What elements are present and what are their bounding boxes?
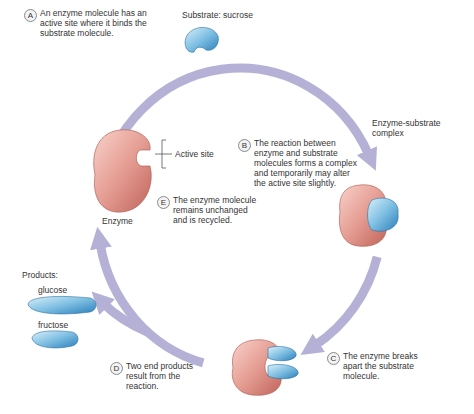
callout-letter: E bbox=[157, 196, 170, 209]
product-name: glucose bbox=[38, 285, 67, 295]
callout-circle: BThe reaction between enzyme and substra… bbox=[238, 139, 251, 152]
callout-circle: EThe enzyme molecule remains unchanged a… bbox=[157, 196, 170, 209]
enzyme-label: Enzyme bbox=[102, 216, 133, 226]
step-description: The enzyme molecule remains unchanged an… bbox=[173, 195, 263, 225]
step-description: The enzyme breaks apart the substrate mo… bbox=[343, 351, 433, 381]
product-arrow bbox=[104, 304, 149, 333]
active-site-bracket bbox=[155, 140, 172, 168]
callout-circle: CThe enzyme breaks apart the substrate m… bbox=[327, 352, 340, 365]
callout-letter: C bbox=[327, 352, 340, 365]
step-description: Two end products result from the reactio… bbox=[126, 361, 210, 391]
callout-letter: B bbox=[238, 139, 251, 152]
sucrose-molecule bbox=[185, 27, 218, 52]
step-description: The reaction between enzyme and substrat… bbox=[254, 138, 360, 188]
substrate-label: Substrate: sucrose bbox=[182, 10, 253, 20]
products-heading: Products: bbox=[22, 270, 58, 280]
callout-letter: D bbox=[110, 362, 123, 375]
active-site-label: Active site bbox=[175, 149, 214, 159]
complex-substrate bbox=[368, 198, 399, 231]
split-piece bbox=[268, 346, 296, 360]
fructose-molecule bbox=[32, 331, 78, 348]
enzyme-shape bbox=[94, 130, 152, 212]
product-name: fructose bbox=[38, 320, 68, 330]
split-piece bbox=[268, 364, 298, 378]
cycle-arrow bbox=[315, 257, 377, 345]
glucose-molecule bbox=[28, 296, 96, 313]
cycle-arrow bbox=[100, 244, 203, 363]
step-description: An enzyme molecule has an active site wh… bbox=[40, 8, 152, 38]
callout-circle: DTwo end products result from the reacti… bbox=[110, 362, 123, 375]
callout-letter: A bbox=[24, 9, 37, 22]
callout-circle: AAn enzyme molecule has an active site w… bbox=[24, 9, 37, 22]
complex-label: Enzyme-substrate complex bbox=[372, 118, 452, 138]
